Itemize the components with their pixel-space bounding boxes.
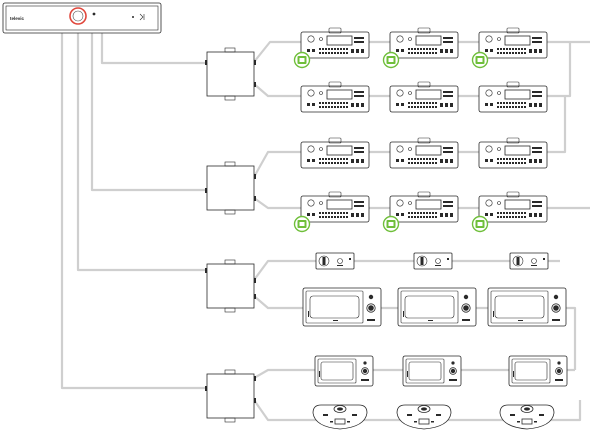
interpreter-desk-r1c1 bbox=[300, 27, 370, 59]
touch-unit-large-2 bbox=[397, 287, 477, 327]
interpreter-desk-r1c3 bbox=[478, 27, 548, 59]
interpreter-desk-r2c3 bbox=[478, 81, 548, 113]
status-led-icon bbox=[92, 12, 96, 16]
power-ring-icon bbox=[69, 7, 87, 25]
delegate-unit-1 bbox=[312, 404, 368, 430]
cubicle-panel-1 bbox=[315, 252, 355, 270]
cable-trunk-2 bbox=[90, 30, 207, 192]
switch-box-4 bbox=[205, 369, 256, 423]
switch-box-3 bbox=[205, 259, 256, 313]
touch-unit-large-3 bbox=[487, 287, 567, 327]
cable-trunk-3 bbox=[76, 30, 207, 272]
interpreter-desks bbox=[293, 27, 548, 233]
network-port-icon bbox=[139, 13, 145, 21]
delegate-unit-3 bbox=[499, 404, 555, 430]
cubicle-panel-2 bbox=[413, 252, 453, 270]
delegate-unit-2 bbox=[396, 404, 452, 430]
interpreter-desk-r2c2 bbox=[389, 81, 459, 113]
cable-sw4-delegates bbox=[253, 399, 582, 422]
interpreter-desk-r3c1 bbox=[300, 137, 370, 169]
central-unit-brand: televic bbox=[10, 16, 25, 21]
cable-trunk-1 bbox=[100, 30, 207, 65]
indicator-dot-icon bbox=[132, 16, 134, 18]
cubicle-panels bbox=[315, 252, 549, 270]
touch-unit-small-2 bbox=[402, 355, 462, 387]
central-unit: televic bbox=[2, 2, 162, 34]
interpreter-desk-r4c1 bbox=[300, 191, 370, 223]
interpreter-desk-r2c1 bbox=[300, 81, 370, 113]
cubicle-panel-3 bbox=[509, 252, 549, 270]
cable-sw4-small bbox=[253, 368, 575, 379]
green-tag-icon bbox=[471, 215, 489, 233]
switch-box-2 bbox=[205, 161, 256, 215]
interpreter-desk-r1c2 bbox=[389, 27, 459, 59]
green-tag-icon bbox=[471, 51, 489, 69]
interpreter-desk-r3c2 bbox=[389, 137, 459, 169]
touch-units-small bbox=[314, 355, 568, 387]
green-tag-icon bbox=[293, 51, 311, 69]
green-tag-icon bbox=[382, 51, 400, 69]
touch-units-large bbox=[302, 287, 567, 327]
touch-unit-small-1 bbox=[314, 355, 374, 387]
green-tag-icon bbox=[382, 215, 400, 233]
cable-sw3-panels bbox=[253, 259, 560, 281]
delegate-units bbox=[312, 404, 555, 430]
switch-box-1 bbox=[205, 47, 256, 101]
switch-boxes bbox=[205, 47, 256, 423]
interpreter-desk-r4c3 bbox=[478, 191, 548, 223]
interpreter-desk-r4c2 bbox=[389, 191, 459, 223]
touch-unit-small-3 bbox=[508, 355, 568, 387]
interpreter-desk-r3c3 bbox=[478, 137, 548, 169]
cable-trunk-4 bbox=[60, 30, 207, 390]
touch-unit-large-1 bbox=[302, 287, 382, 327]
green-tag-icon bbox=[293, 215, 311, 233]
